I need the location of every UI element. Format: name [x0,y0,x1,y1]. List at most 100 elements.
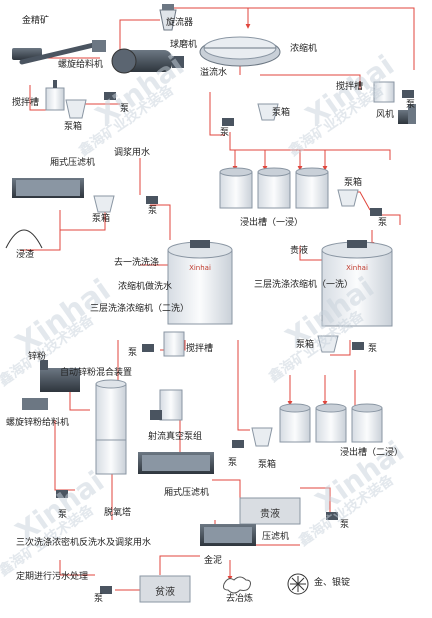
smelting-cloud [223,576,251,594]
label-frame-filter-press-2: 厢式压滤机 [164,488,210,498]
flow-line [159,555,200,575]
pump-1 [104,92,116,100]
flow-line [150,204,171,240]
pump-10 [56,490,68,498]
pump-box-1 [65,99,87,119]
flow-line [248,7,415,70]
label-pump-box-1: 泵箱 [64,122,83,132]
label-slurry-water: 调浆用水 [114,148,151,158]
flow-line [59,560,95,576]
flow-line [229,132,391,160]
flow-line [69,385,90,411]
pregnant-solution-box [239,497,301,525]
label-pump-4: 泵 [148,206,158,216]
label-pump-1: 泵 [120,104,130,114]
label-reuse-water: 三次洗涤浓密机反洗水及调浆用水 [16,538,152,548]
zinc-screw-feeder [22,398,48,410]
three-layer-thickener-1: Xinhai [321,240,393,327]
label-filter-press: 压滤机 [262,532,290,542]
label-pump-8: 泵 [228,458,238,468]
leach-tank-2b [315,403,347,443]
label-smelting: 去冶炼 [226,594,254,604]
agitation-tank-1 [45,80,65,111]
flow-line [299,246,330,261]
label-pump-11: 泵 [94,594,104,604]
leach-tank-1b [257,167,291,209]
agitation-tank-3 [163,331,185,357]
pump-9 [326,512,338,520]
frame-filter-press-1 [12,178,84,198]
label-jet-vacuum: 射流真空泵组 [148,432,203,442]
leach-tank-1a [219,167,253,209]
barren-solution-box [139,575,191,603]
leach-tank-2c [351,403,383,443]
flow-line [260,74,361,90]
flow-line [119,19,160,60]
zinc-mixing-device [40,360,80,392]
pump-5 [370,208,382,216]
pump-box-6 [251,427,273,447]
ball-mill [111,48,184,74]
label-overflow-water: 溢流水 [200,68,228,78]
gold-silver-ingot-icon [287,573,309,595]
label-zinc-powder: 锌粉 [28,352,47,362]
pump-box-2 [257,103,279,121]
pump-6 [142,344,154,352]
label-pump-2: 泵 [220,128,230,138]
label-leach-residue: 浸渣 [16,250,35,260]
pump-4 [146,196,158,204]
flow-line [20,210,61,251]
label-barren-solution: 贫液 [155,587,175,598]
label-zinc-mixing: 自动锌粉混合装置 [60,368,133,378]
label-leach-tank-2: 浸出槽（二浸） [340,448,404,458]
label-pump-3: 泵 [406,100,416,110]
flow-lines [20,7,415,591]
label-screw-feeder: 螺旋给料机 [58,60,104,70]
flow-line [300,487,331,512]
flow-line [54,420,75,491]
three-layer-thickener-2: Xinhai [167,240,233,325]
label-pump-9: 泵 [340,520,350,530]
label-pump-10: 泵 [58,510,68,520]
label-pump-box-4: 泵箱 [344,178,363,188]
label-regular-sewage: 定期进行污水处理 [16,572,89,582]
pump-8 [232,440,244,448]
label-three-layer-thickener-2: 三层洗涤浓缩机（二洗） [90,304,190,314]
flow-line [237,340,250,431]
label-frame-filter-press-1: 厢式压滤机 [50,158,96,168]
pump-box-4 [337,189,359,207]
label-pump-5: 泵 [378,218,388,228]
tank-brand-1: Xinhai [346,264,368,272]
pump-3 [402,90,414,98]
label-blower: 风机 [376,110,395,120]
agitation-tank-2 [373,81,395,103]
pump-box-5 [317,335,339,353]
label-first-wash: 去一洗洗涤 [114,258,160,268]
pump-2 [222,118,234,126]
label-thickener-wash-water: 浓缩机做洗水 [118,282,173,292]
filter-press [200,524,256,546]
pump-7 [352,342,364,350]
thickener-top [199,36,281,67]
label-pregnant-solution: 贵液 [290,246,309,256]
label-pregnant-box: 贵液 [260,509,280,520]
blower [398,104,416,124]
label-leach-tank-1: 浸出槽（一浸） [240,218,304,228]
label-thickener: 浓缩机 [290,44,318,54]
label-agitation-tank-2: 搅拌槽 [336,82,364,92]
leach-residue-pile [5,229,43,249]
label-pump-box-6: 泵箱 [258,460,277,470]
jet-vacuum-pump-set [150,389,183,421]
label-ball-mill: 球磨机 [170,40,198,50]
pump-box-3 [93,195,115,213]
label-zinc-screw-feeder: 螺旋锌粉给料机 [6,418,70,428]
label-pump-box-2: 泵箱 [272,108,291,118]
label-gold-mud: 金泥 [204,556,223,566]
label-pump-box-5: 泵箱 [296,340,315,350]
label-pump-7: 泵 [368,344,378,354]
leach-tank-2a [279,403,311,443]
label-cyclone: 旋流器 [166,18,194,28]
leach-tank-1c [295,167,329,209]
